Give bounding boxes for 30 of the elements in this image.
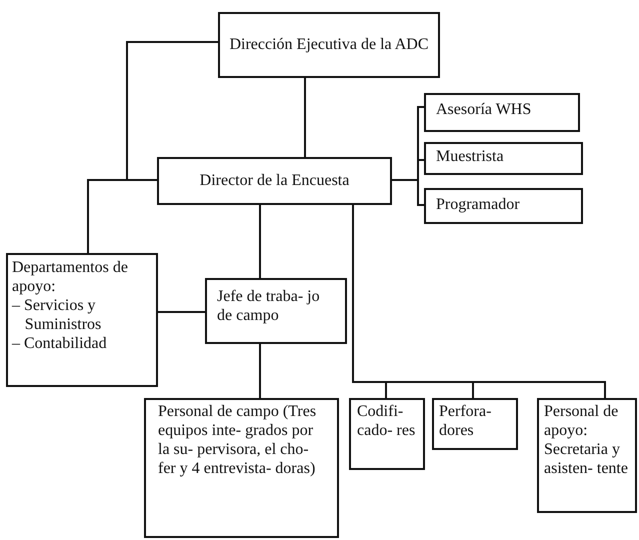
connector-line <box>158 311 205 313</box>
org-box <box>424 142 583 175</box>
box-text: Muestrista <box>436 148 505 167</box>
connector-line <box>87 179 157 253</box>
box-text: Director de la Encuesta <box>198 172 350 190</box>
org-box <box>205 278 347 344</box>
box-text: Asesoría WHS <box>436 101 532 120</box>
box-text: Perfora- dores <box>439 403 492 441</box>
box-text: – Contabilidad <box>12 334 108 354</box>
connector-line <box>259 344 261 398</box>
org-box <box>537 398 637 513</box>
box-text: – Servicios y Suministros <box>12 296 102 334</box>
box-text: Personal de apoyo: Secretaria y asisten- tente <box>544 403 629 478</box>
org-box <box>424 93 580 132</box>
box-text: Personal de campo (Tres equipos inte- grados por la su- pervisora, el cho- fer y 4 entrevista- doras) <box>158 403 318 478</box>
org-box <box>432 398 518 450</box>
box-text: Jefe de traba- jo de campo <box>217 288 321 326</box>
org-box <box>218 12 440 78</box>
org-box <box>424 188 583 224</box>
org-box <box>144 398 339 538</box>
org-box <box>6 253 158 387</box>
connector-line <box>304 78 306 157</box>
org-box <box>349 398 425 470</box>
box-text: Dirección Ejecutiva de la ADC <box>228 36 430 54</box>
box-text: Departamentos de apoyo: <box>12 259 129 297</box>
box-text: Codifi- cado- res <box>357 403 416 441</box>
box-text: Programador <box>436 196 521 215</box>
connector-line <box>259 205 261 278</box>
org-box <box>157 157 392 205</box>
connector-line <box>392 179 424 206</box>
